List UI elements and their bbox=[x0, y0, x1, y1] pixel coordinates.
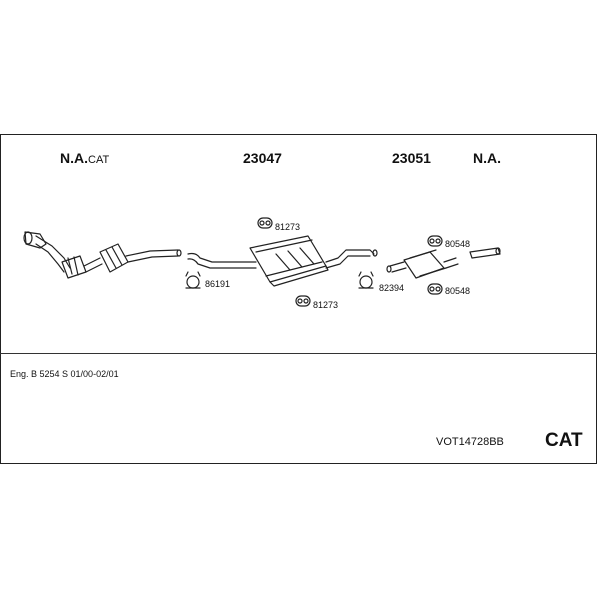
rear-silencer-icon bbox=[403, 249, 459, 279]
front-pipe-flange-icon bbox=[23, 231, 47, 249]
part-label-hanger-top: 81273 bbox=[275, 222, 301, 232]
clamp-86191-icon bbox=[185, 271, 201, 289]
catalytic-converter-2-icon bbox=[99, 243, 129, 273]
catalytic-converter-1-icon bbox=[61, 255, 87, 279]
header-col4: N.A. bbox=[473, 150, 501, 166]
part-label-clamp-mid: 82394 bbox=[379, 283, 405, 293]
front-pipe-icon bbox=[35, 235, 71, 273]
part-label-clamp-left: 86191 bbox=[205, 279, 231, 289]
hanger-81273-top-icon bbox=[257, 217, 273, 229]
header-col1: N.A.CAT bbox=[60, 150, 109, 166]
rear-pipe-icon bbox=[325, 249, 378, 269]
header-col1-sub: CAT bbox=[88, 154, 110, 166]
product-code: VOT14728BB bbox=[436, 436, 504, 448]
mid-pipe-icon bbox=[187, 252, 257, 269]
middle-silencer-icon bbox=[249, 235, 329, 287]
intermediate-pipe-icon bbox=[125, 249, 182, 263]
header-col3-part-number: 23051 bbox=[392, 150, 431, 166]
clamp-82394-icon bbox=[358, 271, 374, 289]
header-col2-part-number: 23047 bbox=[243, 150, 282, 166]
engine-info: Eng. B 5254 S 01/00-02/01 bbox=[10, 369, 119, 379]
part-label-hanger-right-top: 80548 bbox=[445, 239, 471, 249]
tail-pipe-icon bbox=[469, 247, 501, 259]
part-label-hanger-bottom: 81273 bbox=[313, 300, 339, 310]
part-label-hanger-right-bottom: 80548 bbox=[445, 286, 471, 296]
category-label: CAT bbox=[545, 430, 583, 451]
hanger-80548-top-icon bbox=[427, 235, 443, 247]
separator-line bbox=[0, 353, 597, 354]
hanger-81273-bottom-icon bbox=[295, 295, 311, 307]
header-col1-main: N.A. bbox=[60, 150, 88, 166]
hanger-80548-bottom-icon bbox=[427, 283, 443, 295]
